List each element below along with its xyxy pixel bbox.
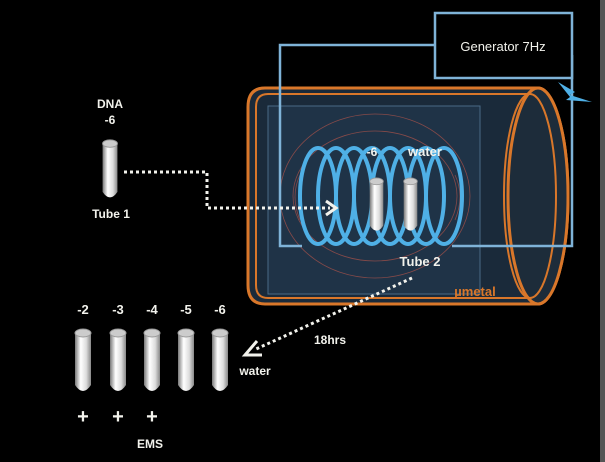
generator-label: Generator 7Hz [460, 39, 545, 54]
series-test-tube [109, 328, 127, 392]
tube1-title: DNA [97, 97, 123, 111]
coil-loop [424, 146, 464, 246]
dilution-series: -2 + -3 + -4 + -5 -6 [74, 302, 229, 428]
transfer-arrow [124, 170, 330, 210]
series-test-tube [143, 328, 161, 392]
test-tube-1 [102, 139, 118, 198]
tube1-label: Tube 1 [92, 207, 130, 221]
generator-wires [278, 43, 574, 248]
generator-box [433, 11, 574, 80]
series-tube-label: -4 [146, 302, 158, 317]
series-test-tube [74, 328, 92, 392]
ems-plus-marker: + [112, 406, 124, 428]
mu-metal-label: µmetal [454, 284, 495, 299]
coil-water-label: water [407, 144, 442, 159]
series-tube-label: -2 [77, 302, 89, 317]
tube2-label: Tube 2 [400, 254, 441, 269]
ems-label: EMS [137, 437, 163, 451]
arrowhead-icon [241, 340, 262, 357]
tube1-dilution: -6 [105, 113, 116, 127]
series-tube-label: -5 [180, 302, 192, 317]
test-tube-water-in-coil [403, 177, 418, 232]
lightning-icon [558, 82, 592, 102]
series-tube-label: -3 [112, 302, 124, 317]
coil-dilution-label: -6 [367, 145, 378, 159]
series-tube-label: -6 [214, 302, 226, 317]
arrowhead-icon [325, 199, 339, 217]
incubation-arrow [253, 276, 413, 352]
ems-plus-marker: + [146, 406, 158, 428]
test-tube-dna-in-coil [369, 177, 384, 232]
series-test-tube [211, 328, 229, 392]
frame-border [600, 0, 605, 462]
incubation-time-label: 18hrs [314, 333, 346, 347]
series-test-tube [177, 328, 195, 392]
ems-plus-marker: + [77, 406, 89, 428]
series-water-label: water [238, 364, 271, 378]
